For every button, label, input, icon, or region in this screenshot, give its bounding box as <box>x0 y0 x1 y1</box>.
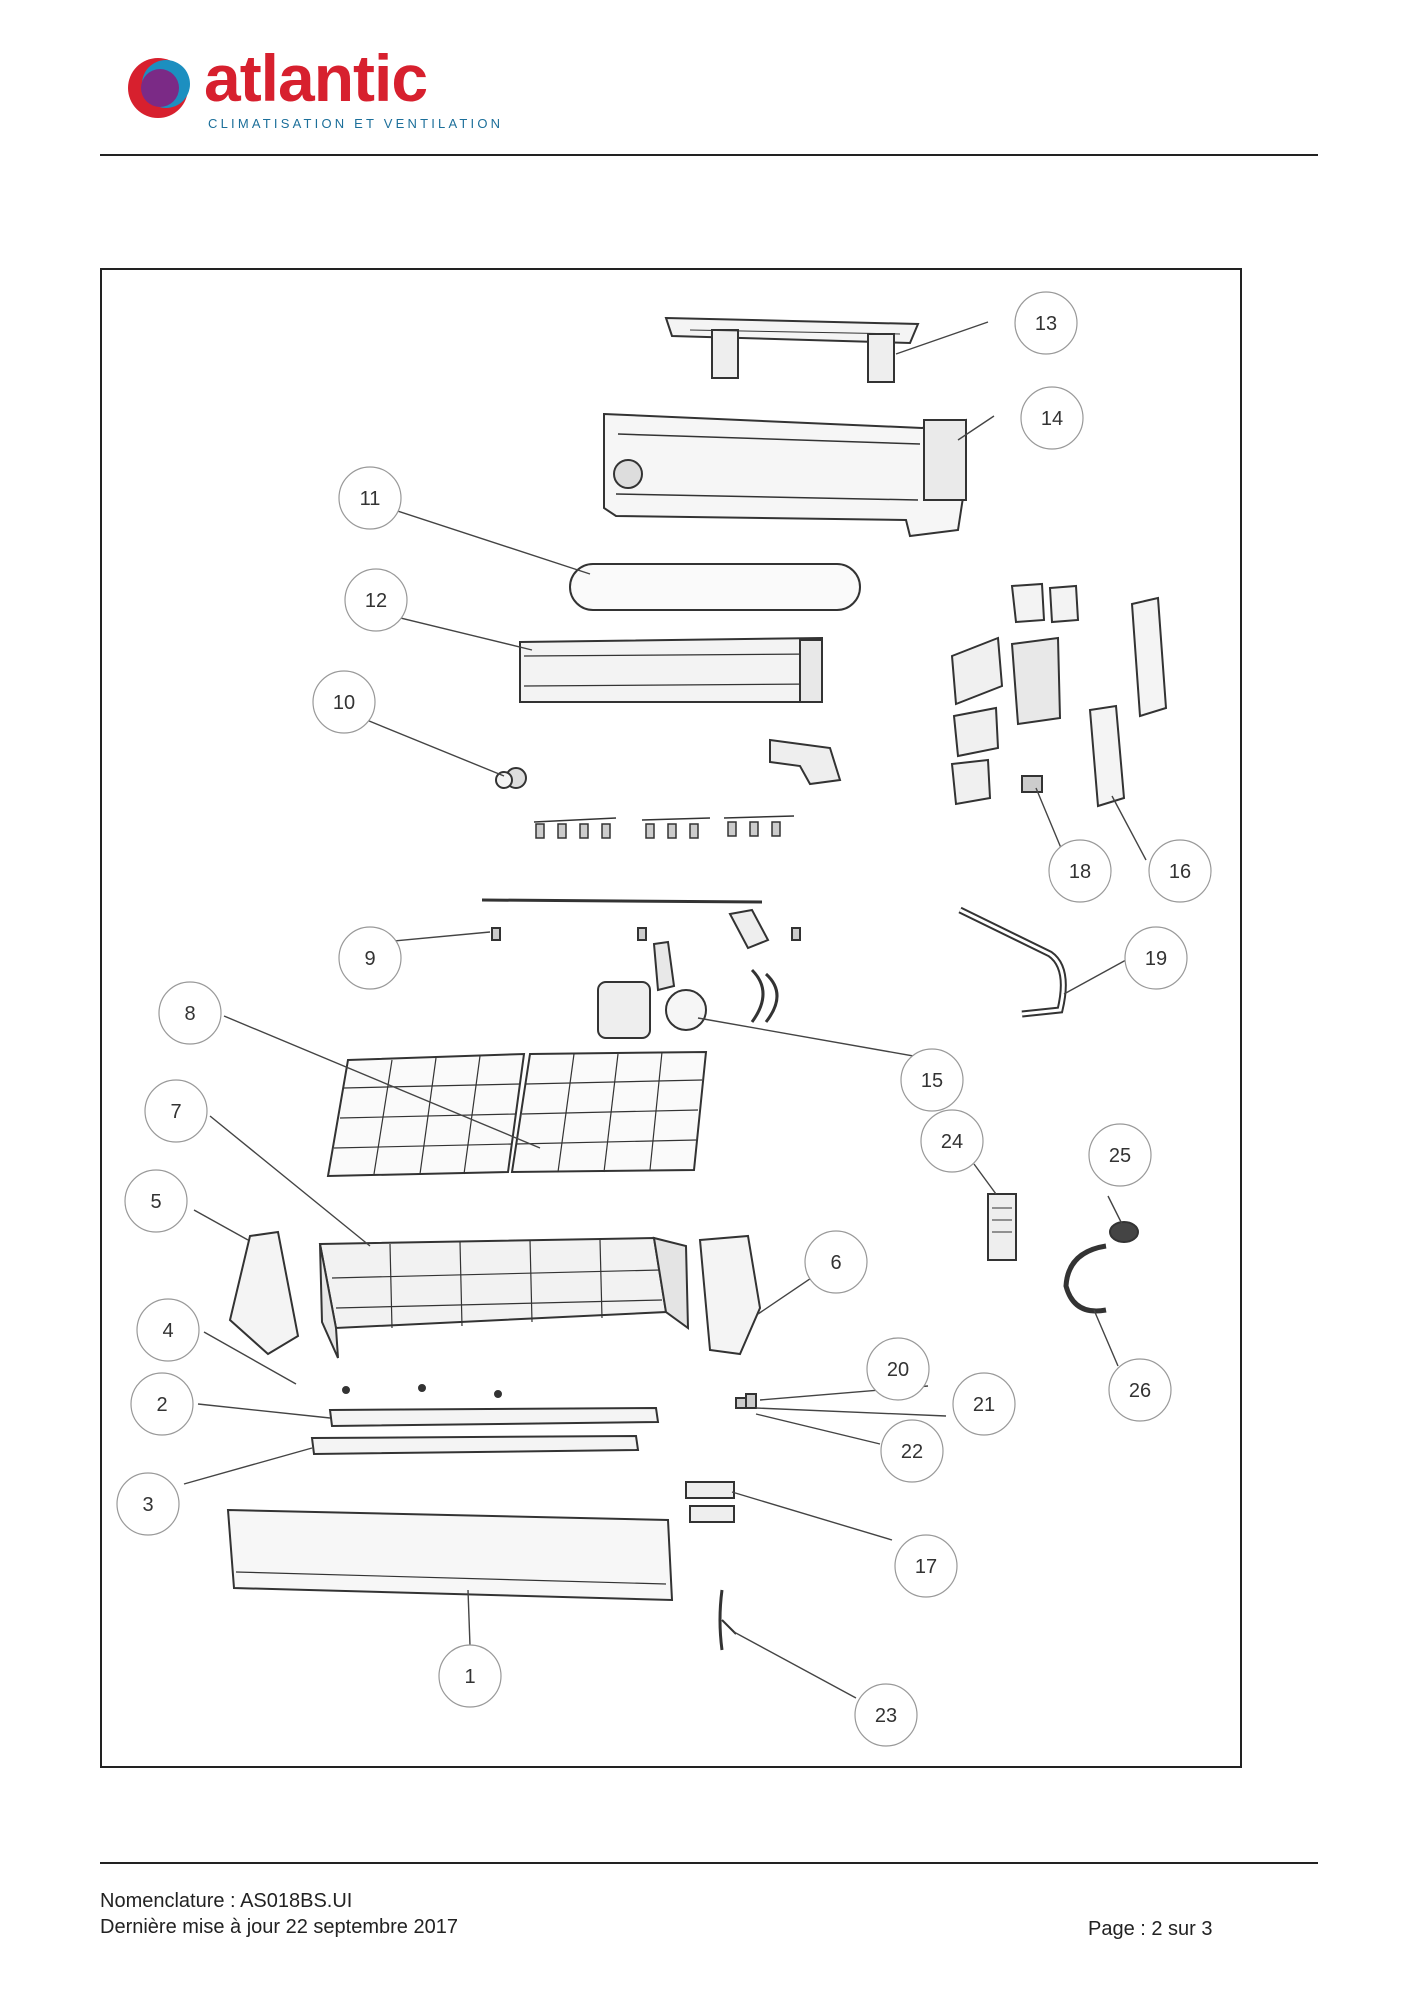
callout-22: 22 <box>880 1419 944 1483</box>
part-cross-flow-fan <box>569 563 861 611</box>
callout-17: 17 <box>894 1534 958 1598</box>
svg-text:8: 8 <box>184 1003 195 1025</box>
callout-16: 16 <box>1148 839 1212 903</box>
footer-nomenclature: Nomenclature : AS018BS.UI <box>100 1890 353 1912</box>
part-right-side-cover <box>698 1234 762 1356</box>
part-mounting-plate <box>664 316 920 383</box>
callout-5: 5 <box>124 1169 188 1233</box>
exploded-view-diagram: 13 14 11 12 10 18 16 9 19 8 15 7 24 25 5… <box>116 291 1212 1747</box>
svg-text:6: 6 <box>830 1252 841 1274</box>
svg-text:21: 21 <box>973 1394 995 1416</box>
part-chassis <box>603 412 967 538</box>
part-swing-bar <box>481 898 801 950</box>
callout-4: 4 <box>136 1298 200 1362</box>
atlantic-logo: atlantic CLIMATISATION ET VENTILATION <box>120 41 504 136</box>
part-evaporator <box>519 636 842 786</box>
svg-text:16: 16 <box>1169 861 1191 883</box>
footer-last-updated: Dernière mise à jour 22 septembre 2017 <box>100 1916 458 1938</box>
part-insulation-coil <box>1063 1243 1107 1314</box>
callout-10: 10 <box>312 670 376 734</box>
svg-text:13: 13 <box>1035 313 1057 335</box>
brand-tagline: CLIMATISATION ET VENTILATION <box>208 116 504 131</box>
svg-text:5: 5 <box>150 1191 161 1213</box>
callout-20: 20 <box>866 1337 930 1401</box>
callout-19: 19 <box>1124 926 1188 990</box>
callout-9: 9 <box>338 926 402 990</box>
svg-text:4: 4 <box>162 1320 173 1342</box>
callout-1: 1 <box>438 1644 502 1708</box>
part-screws <box>342 1384 502 1398</box>
part-front-frame <box>318 1236 690 1359</box>
svg-text:23: 23 <box>875 1705 897 1727</box>
part-display-board <box>685 1481 735 1523</box>
callout-bubbles: 13 14 11 12 10 18 16 9 19 8 15 7 24 25 5… <box>116 291 1212 1747</box>
svg-text:11: 11 <box>360 488 381 510</box>
brand-name: atlantic <box>204 41 428 115</box>
callout-23: 23 <box>854 1683 918 1747</box>
footer-rule <box>100 1862 1318 1864</box>
svg-text:19: 19 <box>1145 948 1167 970</box>
svg-text:24: 24 <box>941 1131 963 1153</box>
callout-12: 12 <box>344 568 408 632</box>
svg-text:14: 14 <box>1041 408 1063 430</box>
callout-11: 11 <box>338 466 402 530</box>
part-vertical-louvre <box>310 1434 640 1456</box>
svg-text:1: 1 <box>464 1666 475 1688</box>
part-electrical-box <box>950 582 1168 808</box>
svg-text:26: 26 <box>1129 1380 1151 1402</box>
part-bearing <box>495 767 527 789</box>
callout-21: 21 <box>952 1372 1016 1436</box>
part-horizontal-louvre <box>328 1406 660 1428</box>
callout-25: 25 <box>1088 1123 1152 1187</box>
callout-13: 13 <box>1014 291 1078 355</box>
part-drain-hose <box>958 906 1067 1018</box>
svg-text:3: 3 <box>142 1494 153 1516</box>
footer-page-number: Page : 2 sur 3 <box>1088 1918 1213 1940</box>
part-cable <box>718 1589 737 1651</box>
part-left-side-cover <box>228 1230 300 1356</box>
callout-3: 3 <box>116 1472 180 1536</box>
svg-text:17: 17 <box>915 1556 937 1578</box>
svg-text:22: 22 <box>901 1441 923 1463</box>
svg-text:9: 9 <box>364 948 375 970</box>
svg-text:18: 18 <box>1069 861 1091 883</box>
part-front-panel <box>226 1508 674 1602</box>
callout-2: 2 <box>130 1372 194 1436</box>
part-rubber-plug <box>1109 1221 1139 1243</box>
svg-text:7: 7 <box>170 1101 181 1123</box>
leader-lines <box>183 321 1147 1699</box>
part-fan-motor <box>597 940 779 1039</box>
callout-7: 7 <box>144 1079 208 1143</box>
svg-text:25: 25 <box>1109 1145 1131 1167</box>
diagram-frame <box>100 268 1242 1768</box>
callout-8: 8 <box>158 981 222 1045</box>
part-louvre-links <box>533 815 795 839</box>
atlantic-logo-icon <box>128 58 190 118</box>
svg-text:12: 12 <box>365 590 387 612</box>
header-rule <box>100 154 1318 156</box>
callout-18: 18 <box>1048 839 1112 903</box>
svg-text:15: 15 <box>921 1070 943 1092</box>
part-sensor-parts <box>735 1393 757 1409</box>
callout-14: 14 <box>1020 386 1084 450</box>
svg-text:20: 20 <box>887 1359 909 1381</box>
svg-text:2: 2 <box>156 1394 167 1416</box>
callout-6: 6 <box>804 1230 868 1294</box>
callout-15: 15 <box>900 1048 964 1112</box>
part-label-card <box>987 1193 1017 1261</box>
svg-text:10: 10 <box>333 692 355 714</box>
part-air-filters <box>326 1050 708 1178</box>
callout-24: 24 <box>920 1109 984 1173</box>
callout-26: 26 <box>1108 1358 1172 1422</box>
